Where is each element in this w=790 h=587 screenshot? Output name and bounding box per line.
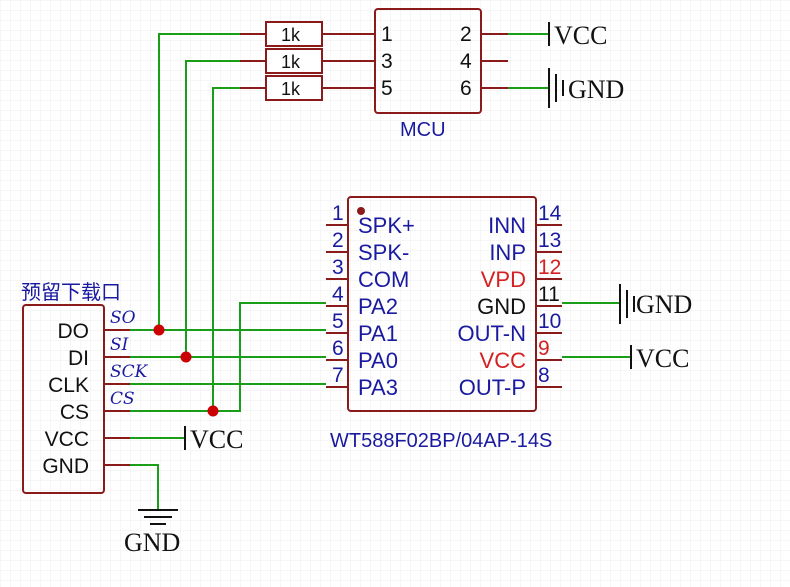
- chip-pin-num-1: 1: [332, 202, 344, 225]
- mcu-label: MCU: [400, 119, 446, 141]
- chip-pin-name-pa2: PA2: [358, 294, 398, 319]
- junction-si: [180, 351, 192, 363]
- chip-pin-name-pa3: PA3: [358, 375, 398, 400]
- resistor-array[interactable]: 1k 1k 1k: [265, 21, 323, 101]
- gnd-symbol-mcu: GND: [548, 68, 624, 108]
- chip-pin-num-7: 7: [332, 364, 344, 387]
- wires: [130, 33, 630, 510]
- connector-body: [22, 304, 105, 494]
- mcu-pin-3: 3: [381, 50, 393, 73]
- net-label-so: SO: [110, 308, 136, 328]
- vcc-symbol-connector: VCC: [184, 425, 243, 454]
- chip-pin-num-3: 3: [332, 256, 344, 279]
- wire-si: [185, 60, 240, 357]
- gnd-label-connector: GND: [124, 528, 180, 557]
- resistor-stubs: [240, 33, 266, 89]
- connector-pin-vcc: VCC: [45, 428, 89, 451]
- gnd-symbol-connector: GND: [124, 509, 180, 557]
- chip-pin-name-com: COM: [358, 267, 409, 292]
- vcc-label-mcu: VCC: [554, 21, 607, 50]
- wire-cs: [212, 87, 240, 411]
- chip-pin-num-12: 12: [538, 256, 561, 279]
- chip-label: WT588F02BP/04AP-14S: [330, 430, 552, 452]
- resistor-r1: [265, 21, 323, 47]
- chip-pin-num-14: 14: [538, 202, 562, 225]
- junction-cs: [207, 405, 219, 417]
- chip-pin-num-4: 4: [332, 283, 344, 306]
- chip-component[interactable]: WT588F02BP/04AP-14S: [330, 196, 552, 452]
- connector-pin-gnd: GND: [42, 455, 89, 478]
- chip-pin-name-spk-minus: SPK-: [358, 240, 409, 265]
- gnd-symbol-chip: GND: [619, 284, 692, 324]
- resistor-r1-value: 1k: [281, 25, 301, 45]
- mcu-pin-stubs: [322, 33, 508, 89]
- chip-pin-name-vpd: VPD: [481, 267, 526, 292]
- chip-pin-name-vcc: VCC: [480, 348, 527, 373]
- chip-pin-num-6: 6: [332, 337, 344, 360]
- chip-pin-num-8: 8: [538, 364, 550, 387]
- chip-pin-name-inn: INN: [488, 213, 526, 238]
- gnd-label-chip: GND: [636, 290, 692, 319]
- net-label-cs: CS: [110, 389, 135, 409]
- vcc-label-chip: VCC: [636, 344, 689, 373]
- chip-pin-name-gnd: GND: [477, 294, 526, 319]
- chip-pin-num-5: 5: [332, 310, 344, 333]
- chip-pin-stubs: [326, 224, 562, 388]
- chip-pin-name-out-p: OUT-P: [459, 375, 526, 400]
- connector-pin-clk: CLK: [48, 374, 89, 397]
- net-label-si: SI: [110, 335, 129, 355]
- chip-pin-name-pa1: PA1: [358, 321, 398, 346]
- connector-pin-di: DI: [68, 347, 89, 370]
- vcc-symbol-mcu: VCC: [548, 21, 607, 50]
- connector-pin-stubs: [104, 329, 130, 466]
- mcu-pin-1: 1: [381, 23, 393, 46]
- mcu-pin-4: 4: [460, 50, 472, 73]
- connector-pin-cs: CS: [60, 401, 89, 424]
- chip-body: [347, 196, 537, 412]
- net-label-sck: SCK: [110, 362, 149, 382]
- vcc-symbol-chip: VCC: [630, 344, 689, 373]
- chip-pin-num-10: 10: [538, 310, 561, 333]
- chip-pin-num-2: 2: [332, 229, 344, 252]
- chip-pin-name-pa0: PA0: [358, 348, 398, 373]
- mcu-pin-5: 5: [381, 77, 393, 100]
- download-connector[interactable]: 预留下载口 DO DI CLK CS VCC GND: [21, 280, 121, 494]
- mcu-pin-2: 2: [460, 23, 472, 46]
- gnd-label-mcu: GND: [568, 75, 624, 104]
- junctions: [153, 324, 219, 417]
- junction-so: [153, 324, 165, 336]
- chip-pin-name-inp: INP: [489, 240, 526, 265]
- chip-pin-num-13: 13: [538, 229, 561, 252]
- chip-pin-num-9: 9: [538, 337, 550, 360]
- chip-pin-name-spk-plus: SPK+: [358, 213, 415, 238]
- chip-pin-name-out-n: OUT-N: [458, 321, 526, 346]
- resistor-r3-value: 1k: [281, 79, 301, 99]
- resistor-r3: [265, 75, 323, 101]
- chip-pin-num-11: 11: [538, 283, 560, 306]
- mcu-pin-6: 6: [460, 77, 472, 100]
- connector-pin-do: DO: [58, 320, 90, 343]
- pin1-marker: [357, 207, 365, 215]
- connector-title: 预留下载口: [21, 280, 121, 304]
- resistor-r2-value: 1k: [281, 52, 301, 72]
- wire-so: [158, 33, 240, 330]
- vcc-label-connector: VCC: [190, 425, 243, 454]
